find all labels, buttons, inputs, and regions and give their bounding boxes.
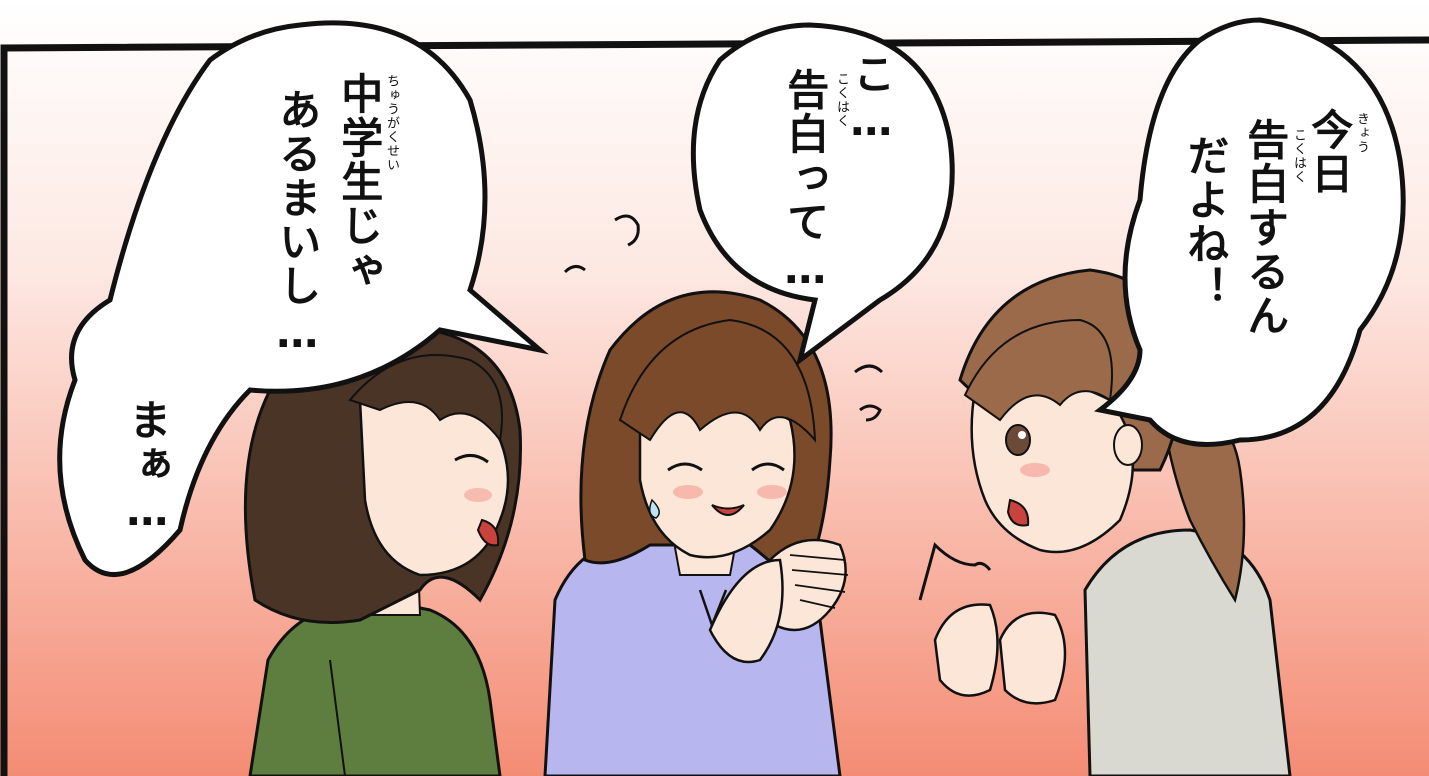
right-girl bbox=[933, 268, 1292, 776]
left-bubble-bottom-line: まぁ… bbox=[122, 398, 172, 537]
motion-mark-2 bbox=[563, 265, 586, 274]
sweat-drop bbox=[649, 498, 660, 519]
center-girl bbox=[543, 290, 849, 776]
right-bubble-ruby-top: きょう bbox=[1354, 112, 1369, 154]
excitement-mark bbox=[918, 542, 992, 601]
left-bubble-line1: 中学生じゃ bbox=[334, 72, 384, 292]
right-bubble-ruby-mid: こくはく bbox=[1291, 128, 1306, 184]
center-bubble-line2: 告白って… bbox=[780, 68, 830, 295]
center-bubble-ruby: こくはく bbox=[834, 72, 849, 128]
right-girl-shirt bbox=[1083, 528, 1292, 776]
right-girl-fist-left bbox=[933, 603, 999, 697]
center-girl-eye-right bbox=[751, 462, 785, 472]
speech-bubble-left bbox=[57, 20, 549, 577]
panel-border bbox=[0, 36, 1429, 776]
center-bubble-line1: こ… bbox=[846, 52, 896, 147]
motion-mark-1 bbox=[614, 214, 640, 247]
left-girl-mouth bbox=[476, 518, 500, 547]
speech-bubble-center bbox=[690, 22, 955, 367]
speech-bubble-right bbox=[1094, 17, 1406, 447]
right-bubble-line2: 告白するん bbox=[1240, 118, 1290, 338]
motion-mark-4 bbox=[859, 404, 882, 422]
left-bubble-ruby: ちゅうがくせい bbox=[384, 74, 399, 172]
right-girl-fist-right bbox=[998, 611, 1067, 705]
left-girl-eye bbox=[454, 454, 489, 464]
left-bubble-line2: あるまいし… bbox=[272, 88, 322, 359]
right-bubble-line1: 今日 bbox=[1304, 108, 1354, 196]
right-girl-mouth bbox=[1006, 498, 1030, 527]
right-girl-eye bbox=[1005, 424, 1031, 456]
motion-mark-3 bbox=[854, 364, 884, 374]
center-girl-eye-left bbox=[667, 462, 703, 472]
center-girl-mouth bbox=[711, 504, 745, 516]
right-bubble-line3: だよね！ bbox=[1180, 134, 1230, 310]
left-girl bbox=[243, 327, 522, 776]
